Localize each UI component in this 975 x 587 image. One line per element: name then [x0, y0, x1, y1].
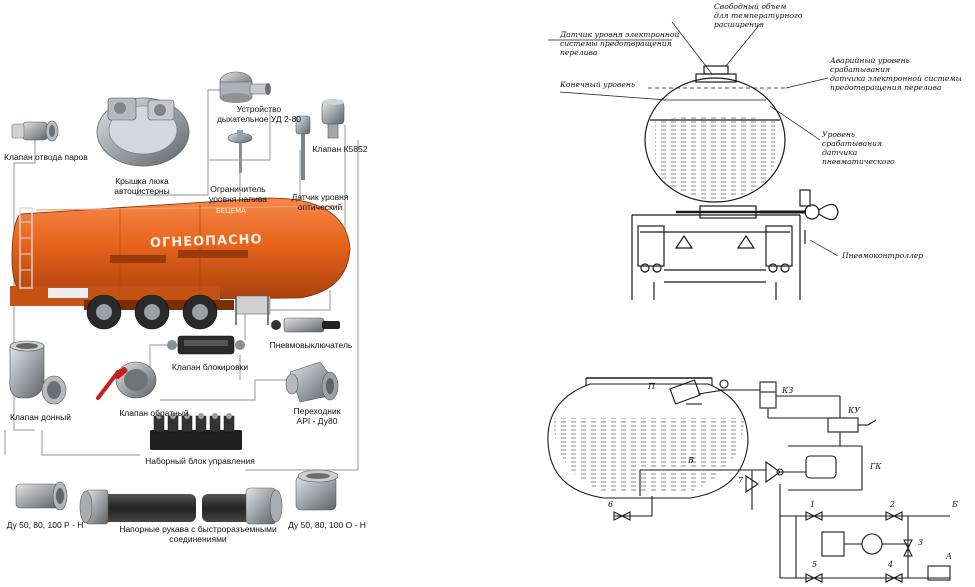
control-block-image [150, 413, 242, 450]
breathing-device-image [219, 71, 271, 103]
bottom-valve-image [9, 340, 67, 405]
label-optical-sensor: Датчик уровня оптический [291, 192, 349, 212]
label-adapter: Переходник API - Ду80 [293, 406, 341, 426]
tank-cross-section [631, 65, 839, 300]
label-hoses: Напорные рукава с быстроразъемными соеди… [119, 524, 277, 544]
label-2: 2 [890, 500, 896, 509]
label-kz: КЗ [782, 386, 794, 395]
label-valve-k5852: Клапан К5852 [312, 144, 368, 154]
label-b: Б [952, 500, 958, 509]
label-block-valve: Клапан блокировки [171, 362, 249, 372]
hose-right-image [202, 487, 283, 525]
label-a: А [946, 552, 953, 561]
coupling-left-image [15, 481, 68, 511]
label-du-right: Ду 50, 80, 100 О - Н [288, 520, 366, 530]
coupling-right-image [295, 469, 339, 511]
label-final-level: Конечный уровень [560, 80, 636, 89]
label-ku: КУ [848, 406, 860, 415]
hose-left-image [79, 489, 196, 525]
label-pneumatic-level: Уровень срабатывания датчика пневматичес… [822, 130, 895, 166]
check-valve-image [96, 361, 157, 400]
label-5: 5 [812, 560, 818, 569]
tanker-truck-image [10, 197, 351, 330]
label-du-left: Ду 50, 80, 100 Р - Н [6, 520, 84, 530]
label-vapor-valve: Клапан отвода паров [4, 152, 88, 162]
hydraulic-schematic [547, 377, 951, 583]
adapter-api-image [285, 361, 339, 403]
valve-k5852-image [321, 99, 345, 139]
label-emergency-level: Аварийный уровень срабатывания датчика э… [830, 56, 962, 92]
label-7: 7 [738, 476, 744, 485]
label-v: В [688, 456, 694, 465]
label-free-volume: Свободный объем для температурного расши… [714, 2, 803, 29]
label-6: 6 [608, 500, 614, 509]
label-pneumo-switch: Пневмовыключатель [269, 340, 353, 350]
fill-limiter-image [227, 130, 253, 173]
label-p: П [648, 382, 655, 391]
label-check-valve: Клапан обратный [119, 408, 189, 418]
vapor-valve-image [11, 120, 59, 142]
leader-lines [548, 21, 839, 257]
label-fill-limiter: Ограничитель уровня налива [208, 184, 268, 204]
label-gk: ГК [870, 462, 882, 471]
label-electronic-sensor: Датчик уровня электронной системы предот… [560, 30, 680, 57]
label-control-block: Наборный блок управления [145, 456, 255, 466]
pneumo-switch-image [271, 317, 340, 333]
hatch-cover-image [96, 97, 190, 167]
label-1: 1 [810, 500, 816, 509]
label-breather: Устройство дыхательное УД 2-80 [216, 104, 302, 124]
label-pneumocontroller: Пневмоконтроллер [842, 251, 924, 260]
tanker-brand-text: БЕЦЕМА [216, 207, 246, 215]
optical-sensor-image [295, 115, 311, 180]
label-4: 4 [888, 560, 894, 569]
block-valve-image [167, 335, 245, 355]
label-hatch-cover: Крышка люка автоцистерны [114, 176, 170, 196]
label-3: 3 [918, 538, 924, 547]
label-bottom-valve: Клапан донный [10, 412, 71, 422]
